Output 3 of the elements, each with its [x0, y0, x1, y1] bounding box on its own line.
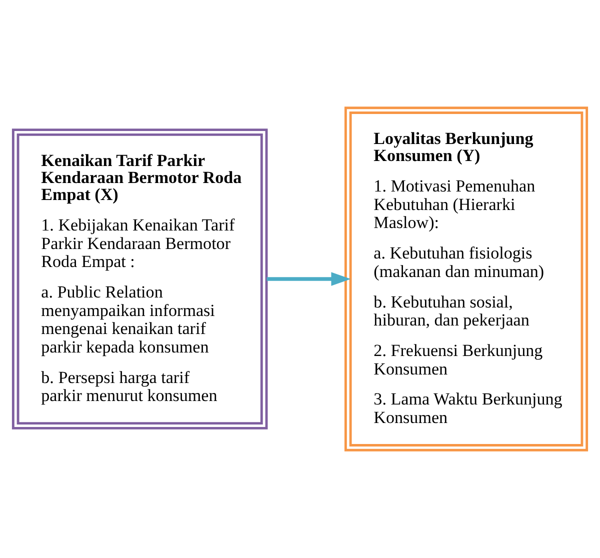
node-box: Kenaikan Tarif Parkir Kendaraan Bermotor Roda Empat (X) 1. Kebijakan Kenaikan Tarif Parkir Kendaraan Bermotor Roda Empat : a. Public Relation menyampaikan informasi mengenai kenaikan tarif parkir kepada konsumen b. Persepsi harga tarif parkir menurut konsumen [12, 128, 268, 430]
node-box: Loyalitas Berkunjung Konsumen (Y) 1. Motivasi Pemenuhan Kebutuhan (Hierarki Maslow): a. Kebutuhan fisiologis (makanan dan minuman) b. Kebutuhan sosial, hiburan, dan pekerjaan 2. Frekuensi Berkunjung Konsumen 3. Lama Waktu Berkunjung Konsumen [344, 106, 588, 452]
arrow [266, 272, 351, 286]
